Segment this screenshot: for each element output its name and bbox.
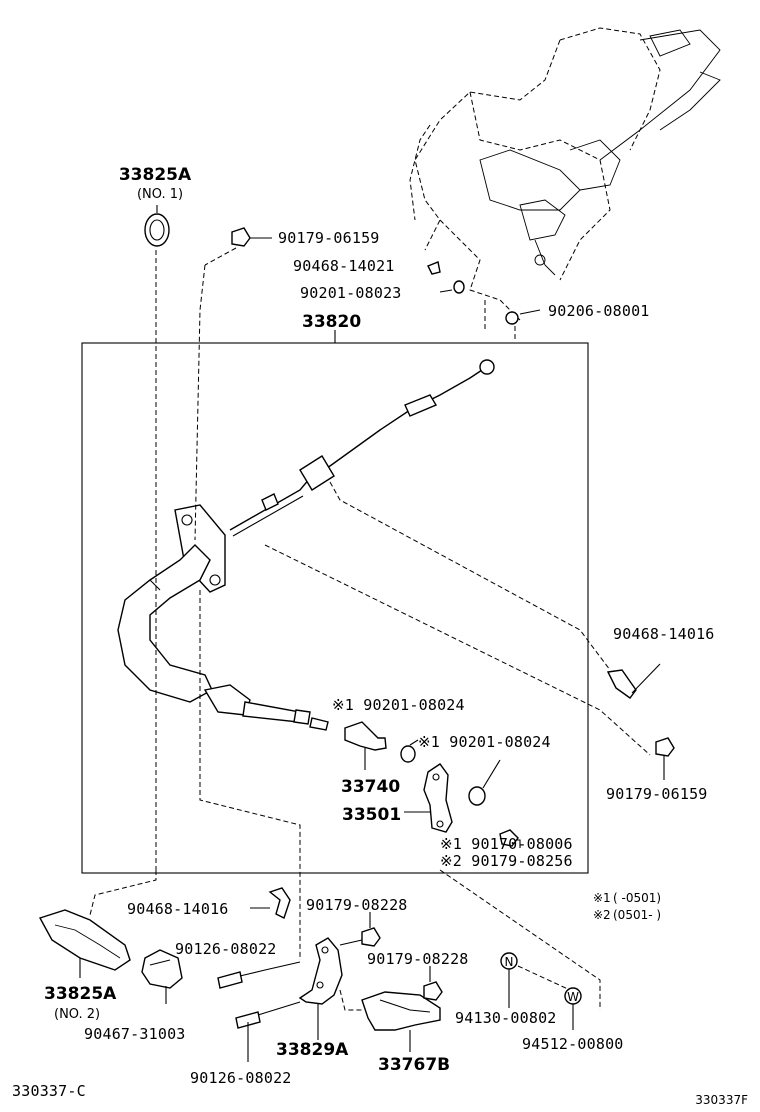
label-90201-08023: 90201-08023 xyxy=(300,284,402,302)
nut-90179-08228-a xyxy=(339,912,381,947)
legend-note2-range: (0501- ) xyxy=(613,908,661,922)
bracket-33829a xyxy=(298,937,343,1040)
nut-90170-08006 xyxy=(499,829,521,848)
label-33829a: 33829A xyxy=(276,1040,349,1060)
washer-94512-00800 xyxy=(564,987,582,1030)
label-90201-08024-a: ※1 90201-08024 xyxy=(332,696,465,714)
boot-33825a-no2 xyxy=(38,909,131,978)
washer-90201-08023 xyxy=(453,280,465,294)
label-90179-08256: ※2 90179-08256 xyxy=(440,852,573,870)
label-33767b: 33767B xyxy=(378,1055,450,1075)
bracket-33767b xyxy=(339,989,441,1052)
label-90467-31003: 90467-31003 xyxy=(84,1025,186,1043)
label-90468-14016-left: 90468-14016 xyxy=(127,900,229,918)
washer-90201-08024-a xyxy=(400,745,416,763)
control-cable-33820 xyxy=(117,359,495,731)
label-90179-06159-top: 90179-06159 xyxy=(278,229,380,247)
leader-90206-08001 xyxy=(519,309,541,315)
clip-90468-14021 xyxy=(427,261,441,275)
label-90179-08228-a: 90179-08228 xyxy=(306,896,408,914)
badge-w-icon: W xyxy=(567,990,579,1004)
label-33740: 33740 xyxy=(341,777,400,797)
legend-note1-mark: ※1 xyxy=(593,891,611,905)
label-90170-08006: ※1 90170-08006 xyxy=(440,835,573,853)
label-94512-00800: 94512-00800 xyxy=(522,1035,624,1053)
connector-33740 xyxy=(344,721,387,770)
label-33501: 33501 xyxy=(342,805,401,825)
label-90206-08001: 90206-08001 xyxy=(548,302,650,320)
label-33825a-no1: 33825A xyxy=(119,165,192,185)
footer-left-code: 330337-C xyxy=(12,1082,86,1100)
label-33825a-no2: 33825A xyxy=(44,984,117,1004)
label-90468-14016-right: 90468-14016 xyxy=(613,625,715,643)
leader-90201-08023 xyxy=(439,289,453,293)
label-90179-06159-right: 90179-06159 xyxy=(606,785,708,803)
label-90201-08024-b: ※1 90201-08024 xyxy=(418,733,551,751)
label-90126-08022-b: 90126-08022 xyxy=(190,1069,292,1087)
label-33825a-no2-sub: (NO. 2) xyxy=(54,1007,100,1022)
clip-90468-14016-left xyxy=(250,887,291,919)
label-90126-08022-a: 90126-08022 xyxy=(175,940,277,958)
dash-cable-to-clip xyxy=(329,481,611,671)
legend-note1-range: ( -0501) xyxy=(613,891,661,905)
dash-nut-top xyxy=(204,247,237,266)
label-90468-14021: 90468-14021 xyxy=(293,257,395,275)
washer-90201-08024-b xyxy=(468,786,486,806)
dash-left-vertical-2 xyxy=(194,264,206,541)
washer-90206-08001 xyxy=(505,311,519,325)
label-33825a-no1-sub: (NO. 1) xyxy=(137,187,183,202)
label-94130-00802: 94130-00802 xyxy=(455,1009,557,1027)
nut-90179-06159-top xyxy=(231,227,272,247)
bracket-33501 xyxy=(404,763,453,833)
grommet-33825a-no1 xyxy=(144,205,170,247)
steering-column-sketch xyxy=(409,27,721,340)
badge-n-icon: N xyxy=(505,955,514,969)
nut-90179-06159-right xyxy=(655,737,675,780)
clamp-90467-31003 xyxy=(141,949,183,1004)
dash-to-33825a-no2 xyxy=(89,870,157,916)
footer-right-code: 330337F xyxy=(695,1093,748,1107)
dash-cable-to-nut xyxy=(264,544,651,756)
stud-90126-08022-b xyxy=(235,1001,301,1062)
clip-90468-14016-right xyxy=(606,663,661,699)
legend-note2-mark: ※2 xyxy=(593,908,611,922)
nut-94130-00802 xyxy=(500,952,571,1008)
label-33820: 33820 xyxy=(302,312,361,332)
nut-90179-08228-b xyxy=(423,966,443,1001)
leader-washer-b xyxy=(482,759,501,789)
dash-lower-cable xyxy=(199,590,301,960)
dash-right-lower xyxy=(439,869,601,1010)
leader-washer-a xyxy=(409,739,419,746)
stud-90126-08022-a xyxy=(217,961,301,989)
label-90179-08228-b: 90179-08228 xyxy=(367,950,469,968)
